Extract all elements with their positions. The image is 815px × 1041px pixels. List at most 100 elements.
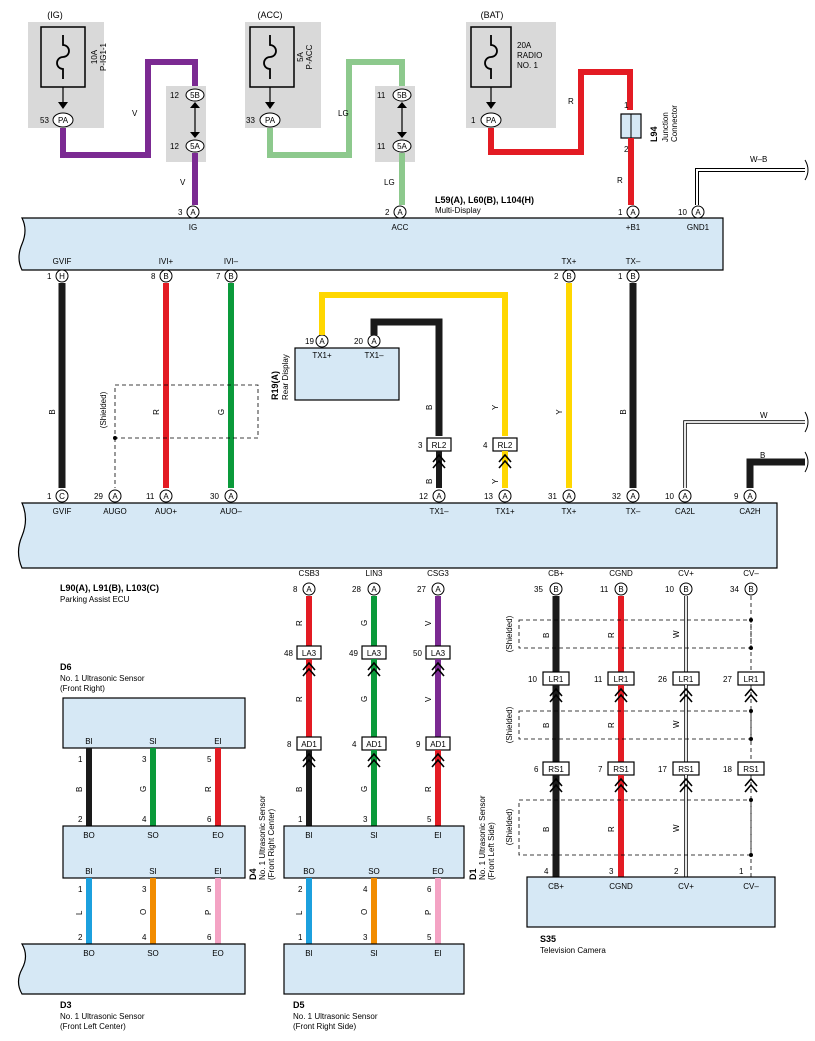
pin-num: 7	[598, 765, 603, 774]
wire-label: B	[760, 451, 765, 460]
d6-name: No. 1 Ultrasonic Sensor	[60, 674, 145, 683]
splice-ig-top-pin: 12	[170, 91, 179, 100]
pin-label: CV–	[743, 569, 759, 578]
pin-num: 10	[665, 585, 674, 594]
pin-num: 1	[298, 933, 303, 942]
wire-label: O	[139, 909, 148, 915]
acc-fuse-rating: 5A	[296, 51, 305, 61]
wire-label: R	[424, 786, 433, 792]
multi-display-box: L59(A), L60(B), L104(H) Multi-Display	[18, 195, 724, 271]
conn-label: RL2	[498, 441, 513, 450]
pin-label: SO	[368, 867, 380, 876]
pin-label: TX1+	[312, 351, 332, 360]
s35-id: S35	[540, 934, 556, 944]
pin-num: 4	[352, 740, 357, 749]
pin-label: +B1	[626, 223, 641, 232]
wire-label: G	[139, 786, 148, 792]
conn-label: LA3	[431, 649, 446, 658]
pin-num: 49	[349, 649, 358, 658]
pin-num: 18	[723, 765, 732, 774]
pin-conn: A	[371, 337, 377, 346]
wire-label: V	[424, 620, 433, 626]
pin-label: BO	[83, 831, 95, 840]
d5-pos: (Front Right Side)	[293, 1022, 356, 1031]
wire-bat-label: R	[568, 97, 574, 106]
camera-chain-wires: (Shielded) B R W 10 LR1 11 LR1 26 LR1 27…	[505, 596, 765, 877]
pin-label: GVIF	[53, 507, 72, 516]
conn-label: LR1	[549, 675, 564, 684]
d3-id: D3	[60, 1000, 72, 1010]
pin-label: CV+	[678, 569, 694, 578]
conn-label: RS1	[613, 765, 629, 774]
pin-num: 29	[94, 492, 103, 501]
s35-name: Television Camera	[540, 946, 606, 955]
pin-conn: B	[228, 272, 233, 281]
ig-fuse-name: P-IG1-1	[99, 42, 108, 71]
splice-acc-bot: 5A	[397, 142, 407, 151]
pin-num: 5	[207, 755, 212, 764]
wire-label: B	[542, 723, 551, 728]
sensor-chain-wires: R G V 48 LA3 49 LA3 50 LA3 R G V 8 AD1 4…	[284, 596, 451, 826]
d1-id: D1	[468, 868, 478, 880]
ecu-bottom-pins: CSB3 8 A LIN3 28 A CSG3 27 A CB+ 35 B CG…	[293, 569, 759, 596]
pin-num: 31	[548, 492, 557, 501]
pin-label: CSB3	[299, 569, 320, 578]
wire-label: R	[607, 826, 616, 832]
pin-conn: A	[630, 492, 636, 501]
pin-label: ACC	[392, 223, 409, 232]
splice-ig-bot: 5A	[190, 142, 200, 151]
splice-acc-top-pin: 11	[377, 91, 386, 100]
pin-label: IVI–	[224, 257, 239, 266]
pin-conn: B	[748, 585, 753, 594]
conn-label: RS1	[548, 765, 564, 774]
pin-label: CB+	[548, 569, 564, 578]
d4-pos: (Front Right Center)	[267, 809, 276, 880]
sensor-d3: BO SO EO D3 No. 1 Ultrasonic Sensor (Fro…	[17, 943, 246, 1031]
wire-label: B	[542, 827, 551, 832]
pin-num: 10	[678, 208, 687, 217]
pin-label: GVIF	[53, 257, 72, 266]
wire-bat	[488, 69, 633, 155]
rear-display-name: Rear Display	[281, 354, 290, 400]
pin-num: 30	[210, 492, 219, 501]
junction-wire: R	[617, 176, 623, 185]
pin-num: 48	[284, 649, 293, 658]
wire-label: P	[424, 910, 433, 915]
pin-num: 3	[363, 815, 368, 824]
fuse-acc: (ACC) 5A P-ACC 33 PA	[245, 10, 321, 128]
pin-conn: A	[319, 337, 325, 346]
conn-label: RS1	[678, 765, 694, 774]
conn-label: RS1	[743, 765, 759, 774]
shielded-label: (Shielded)	[505, 615, 514, 652]
sensor-d1: 1 3 5 BI SI EI BO SO EO D1 No. 1 Ultraso…	[283, 795, 496, 880]
bat-pin: 1	[471, 116, 476, 125]
pin-num: 6	[207, 815, 212, 824]
ecu-name: Parking Assist ECU	[60, 595, 130, 604]
pin-label: CV–	[743, 882, 759, 891]
ig-source: (IG)	[47, 10, 63, 20]
d1-name: No. 1 Ultrasonic Sensor	[478, 795, 487, 880]
d4-id: D4	[248, 868, 258, 880]
pin-num: 4	[363, 885, 368, 894]
pin-label: EI	[434, 831, 442, 840]
wire-label: W	[672, 630, 681, 638]
pin-num: 1	[618, 208, 623, 217]
conn-label: LR1	[679, 675, 694, 684]
pin-num: 4	[483, 441, 488, 450]
pin-num: 8	[287, 740, 292, 749]
pin-num: 19	[305, 337, 314, 346]
md-top-pins: 3 A IG 2 A ACC 1 A +B1 10 A GND1	[178, 205, 710, 232]
splice-ig-top: 5B	[190, 91, 200, 100]
pin-num: 3	[142, 755, 147, 764]
pin-label: CGND	[609, 882, 633, 891]
pin-num: 3	[609, 867, 614, 876]
pin-label: TX1+	[495, 507, 515, 516]
pin-label: EI	[434, 949, 442, 958]
pin-num: 11	[600, 585, 609, 594]
wire-ig	[60, 59, 198, 158]
pin-label: BI	[85, 737, 93, 746]
splice-ig: 12 5B 12 5A	[166, 86, 206, 162]
wire-label: R	[607, 722, 616, 728]
wire-label: W	[672, 824, 681, 832]
pin-conn: A	[682, 492, 688, 501]
